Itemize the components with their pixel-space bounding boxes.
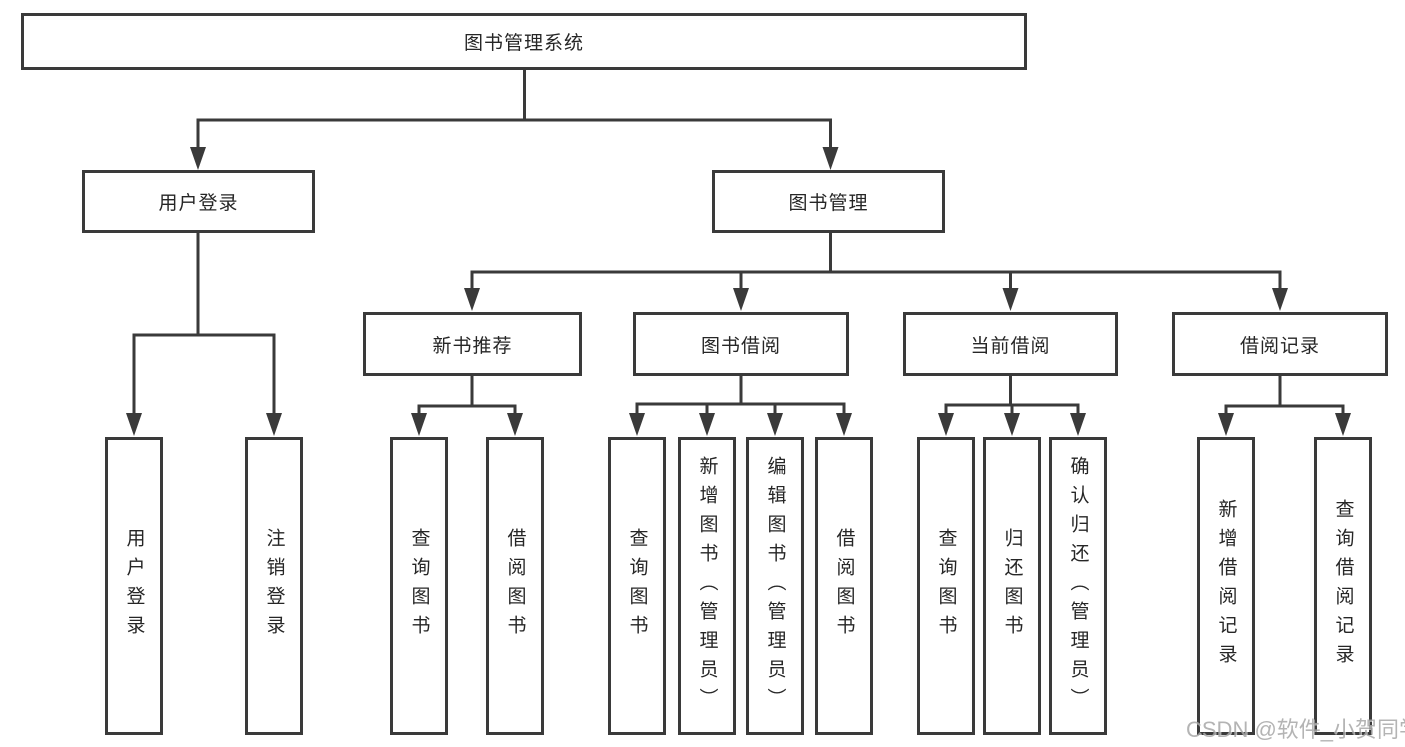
node-book-borrowing: 图书借阅: [633, 312, 849, 376]
leaf-user-login: 用户登录: [105, 437, 163, 735]
arrowheads: [126, 147, 1351, 436]
connector-lines: [132, 70, 1345, 416]
leaf-logout: 注销登录: [245, 437, 303, 735]
node-label: 编辑图书（管理员）: [764, 455, 786, 717]
node-library-system: 图书管理系统: [21, 13, 1027, 70]
node-label: 图书管理系统: [463, 33, 584, 54]
node-label: 注销登录: [263, 528, 285, 644]
node-label: 图书管理: [788, 193, 869, 214]
node-label: 查询图书: [626, 528, 648, 644]
node-label: 用户登录: [123, 528, 145, 644]
node-label: 归还图书: [1001, 528, 1023, 644]
leaf-edit-books-admin: 编辑图书（管理员）: [746, 437, 804, 735]
node-label: 新增借阅记录: [1215, 499, 1237, 673]
leaf-recommend-query-books: 查询图书: [390, 437, 448, 735]
node-user-login: 用户登录: [82, 170, 315, 233]
leaf-return-books: 归还图书: [983, 437, 1041, 735]
node-borrow-records: 借阅记录: [1172, 312, 1388, 376]
node-label: 查询图书: [935, 528, 957, 644]
leaf-add-books-admin: 新增图书（管理员）: [678, 437, 736, 735]
leaf-recommend-borrow-books: 借阅图书: [486, 437, 544, 735]
node-label: 新增图书（管理员）: [696, 455, 718, 717]
node-label: 查询借阅记录: [1332, 499, 1354, 673]
leaf-confirm-return-admin: 确认归还（管理员）: [1049, 437, 1107, 735]
node-book-management: 图书管理: [712, 170, 945, 233]
csdn-watermark: CSDN @软件_小贺同学: [1186, 717, 1405, 742]
node-label: 用户登录: [158, 193, 239, 214]
leaf-borrowing-borrow-books: 借阅图书: [815, 437, 873, 735]
node-current-borrowing: 当前借阅: [903, 312, 1118, 376]
node-label: 查询图书: [408, 528, 430, 644]
node-label: 图书借阅: [700, 335, 781, 357]
node-label: 借阅图书: [833, 528, 855, 644]
node-new-book-recommend: 新书推荐: [363, 312, 582, 376]
node-label: 借阅记录: [1239, 335, 1320, 357]
node-label: 当前借阅: [970, 335, 1051, 357]
node-label: 确认归还（管理员）: [1067, 455, 1089, 717]
leaf-current-query-books: 查询图书: [917, 437, 975, 735]
leaf-query-borrow-record: 查询借阅记录: [1314, 437, 1372, 735]
node-label: 借阅图书: [504, 528, 526, 644]
leaf-add-borrow-record: 新增借阅记录: [1197, 437, 1255, 735]
node-label: 新书推荐: [432, 335, 513, 357]
leaf-borrowing-query-books: 查询图书: [608, 437, 666, 735]
